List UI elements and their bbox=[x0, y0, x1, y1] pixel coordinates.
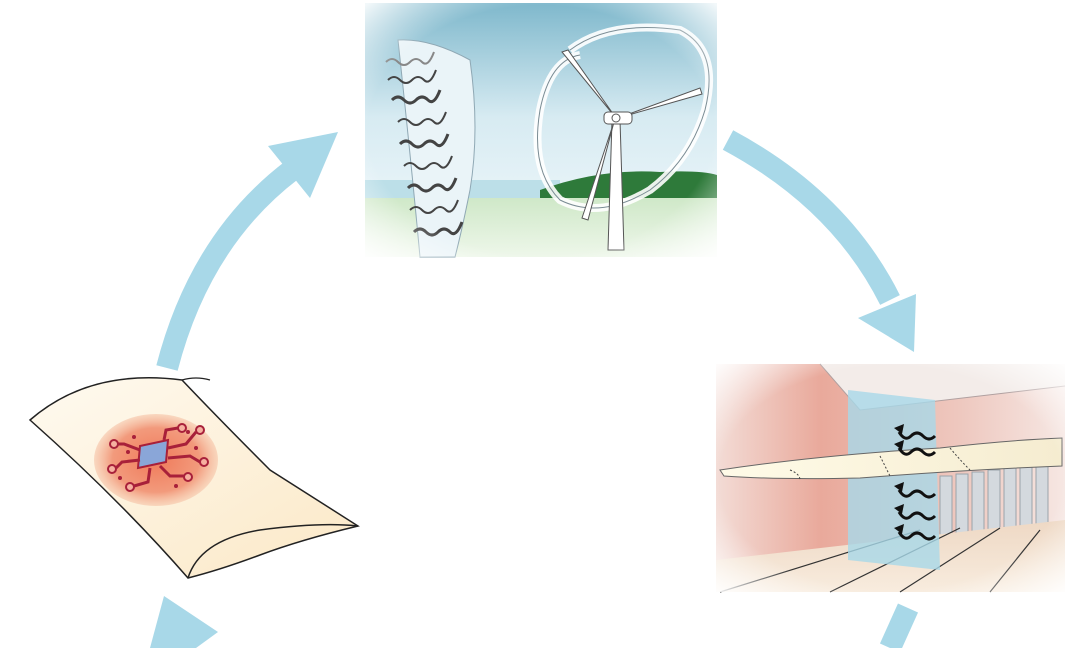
panel-wind-turbine-field bbox=[365, 3, 717, 258]
panel-blade-sensor-chip bbox=[28, 377, 360, 579]
circuit-chip-icon bbox=[107, 423, 209, 492]
arrow-turbine-to-tunnel bbox=[722, 130, 916, 352]
arrow-chip-to-turbine bbox=[156, 132, 338, 371]
arrow-tunnel-down bbox=[879, 603, 919, 648]
panel-wind-tunnel-test bbox=[716, 363, 1066, 593]
arrow-up-to-chip bbox=[150, 596, 218, 648]
